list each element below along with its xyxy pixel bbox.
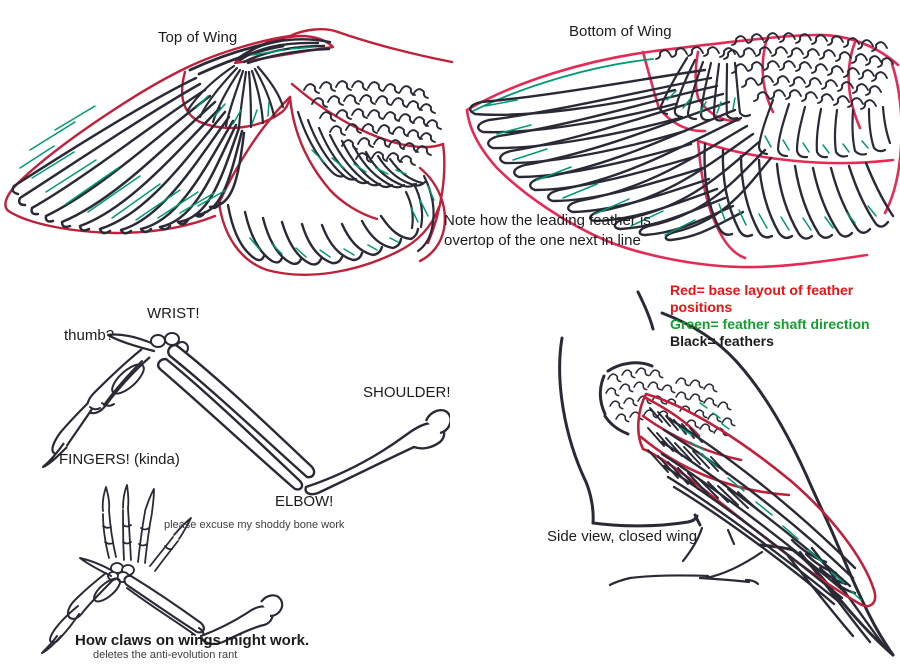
bird-wing-shafts: [679, 427, 862, 601]
claws-caption: How claws on wings might work.: [75, 632, 310, 649]
alula-shafts: [251, 46, 315, 56]
claw-diagram-drawing: [41, 484, 284, 654]
covert-fan: [186, 64, 285, 130]
color-legend: Red= base layout of feather positions Gr…: [670, 282, 900, 350]
tertial-tip-shafts: [410, 185, 435, 223]
note-line-2: overtop of the one next in line: [444, 232, 641, 249]
secondary-shafts: [249, 237, 399, 258]
primary-shafts: [484, 99, 696, 236]
elbow-label: ELBOW!: [275, 493, 334, 510]
covert-fan: [659, 56, 752, 122]
claws-subcaption: deletes the anti-evolution rant: [93, 649, 238, 661]
covert-fan-shafts: [666, 90, 736, 114]
legend-red-entry: Red= base layout of feather positions: [670, 282, 854, 315]
primary-feathers: [469, 68, 773, 242]
secondary-feathers: [226, 203, 420, 266]
secondary-feathers: [703, 142, 895, 240]
thumb-bone: [106, 333, 158, 353]
bird-side-view-drawing: [558, 290, 895, 657]
primary-shafts: [19, 105, 227, 221]
bone-apology-label: please excuse my shoddy bone work: [164, 519, 345, 531]
claw-humerus: [199, 594, 284, 646]
top-of-wing-drawing: [4, 28, 454, 276]
bird-legs: [608, 526, 764, 587]
bone-diagram-drawing: [41, 332, 450, 496]
humerus-bone: [304, 409, 450, 496]
claw-digits: [101, 484, 192, 572]
legend-black-entry: Black= feathers: [670, 333, 774, 349]
claw-hand-bones: [41, 557, 121, 654]
leading-edge-shaft: [470, 58, 654, 113]
top-wing-red-outline: [4, 28, 454, 276]
alula-feathers: [234, 38, 332, 65]
greater-coverts: [757, 98, 892, 159]
claw-forearm-line: [126, 587, 205, 639]
legend-green-entry: Green= feather shaft direction: [670, 316, 870, 332]
note-line-1: Note how the leading feather is: [444, 212, 651, 229]
forearm-bones: [157, 343, 316, 491]
bird-back-shafts: [699, 402, 730, 430]
wrist-label: WRIST!: [147, 305, 200, 322]
claw-forearm: [123, 574, 205, 634]
bottom-wing-title: Bottom of Wing: [569, 23, 672, 40]
side-view-caption: Side view, closed wing: [547, 528, 698, 545]
thumb-label: thumb?: [64, 327, 115, 344]
primary-feathers: [11, 76, 246, 235]
greater-covert-shafts: [764, 135, 869, 154]
covert-fan-shafts: [195, 95, 270, 125]
bird-wing-long-feathers: [660, 416, 857, 606]
fingers-label: FINGERS! (kinda): [59, 451, 180, 468]
bottom-of-wing-drawing: [465, 32, 900, 269]
top-wing-title: Top of Wing: [158, 29, 238, 46]
greater-coverts: [296, 110, 427, 189]
secondary-shafts: [718, 203, 877, 231]
shoulder-label: SHOULDER!: [363, 384, 451, 401]
note-text: Note how the leading feather is overtop …: [444, 211, 651, 251]
hand-details: [89, 360, 145, 411]
greater-covert-shafts: [311, 149, 407, 175]
